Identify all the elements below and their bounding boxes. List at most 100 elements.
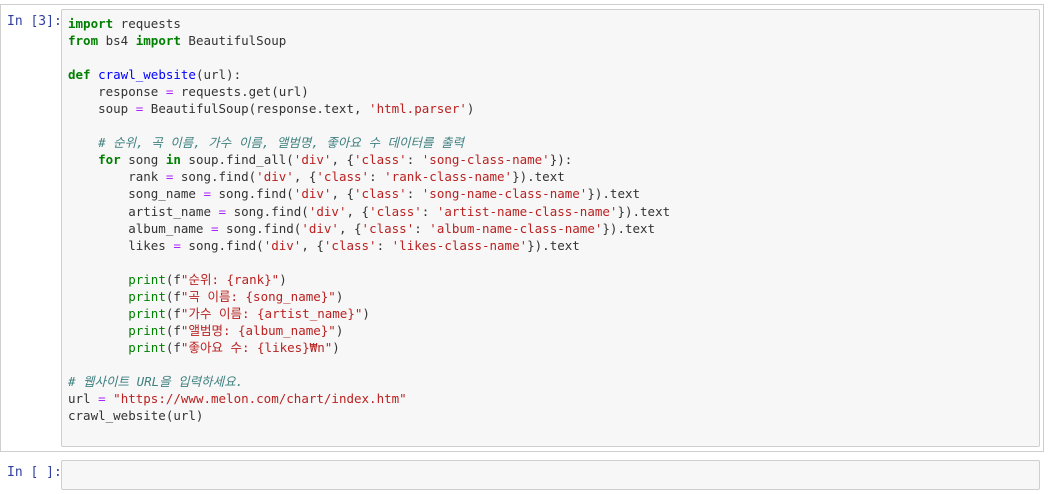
code-token: }).text: [527, 237, 580, 253]
code-token: ): [362, 305, 370, 321]
code-token: , {: [331, 186, 355, 202]
code-token: "https://www.melon.com/chart/index.htm": [113, 391, 407, 407]
code-token: =: [218, 203, 227, 219]
code-line: for song in soup.find_all('div', {'class…: [68, 151, 670, 168]
code-token: album_name: [68, 220, 211, 236]
code-token: , {: [346, 203, 370, 219]
code-token: =: [173, 237, 181, 253]
code-token: 'song-name-class-name': [421, 186, 588, 202]
code-token: 'div': [308, 203, 347, 219]
code-token: 'div': [263, 237, 302, 253]
code-token: # 순위, 곡 이름, 가수 이름, 앨범명, 좋아요 수 데이터를 출력: [98, 135, 464, 151]
code-token: import: [135, 33, 181, 49]
code-line: response = requests.get(url): [68, 83, 670, 100]
code-token: soup.find_all(: [180, 152, 294, 168]
code-token: artist_name: [68, 203, 219, 219]
code-line: # 순위, 곡 이름, 가수 이름, 앨범명, 좋아요 수 데이터를 출력: [68, 134, 670, 151]
code-token: [91, 67, 99, 82]
code-line: print(f"곡 이름: {song_name}"): [68, 288, 670, 305]
code-token: for: [98, 152, 121, 168]
code-token: 'likes-class-name': [391, 237, 528, 253]
code-token: likes: [68, 237, 174, 253]
code-token: , {: [331, 152, 355, 168]
code-token: :: [421, 203, 437, 219]
code-token: 'class': [316, 169, 370, 185]
code-token: =: [203, 186, 211, 202]
code-token: 'class': [354, 186, 407, 202]
code-token: ): [335, 322, 344, 338]
code-line: album_name = song.find('div', {'class': …: [68, 220, 670, 237]
code-line: likes = song.find('div', {'class': 'like…: [68, 237, 670, 254]
code-token: song.find(: [226, 203, 309, 219]
code-line: song_name = song.find('div', {'class': '…: [68, 185, 670, 202]
code-token: ): [332, 339, 340, 355]
code-token: 'class': [361, 220, 415, 236]
code-token: (f: [165, 339, 181, 355]
code-token: }).text: [617, 203, 671, 219]
code-token: 'song-class-name': [421, 152, 550, 168]
code-line: [68, 254, 670, 271]
code-token: [68, 340, 128, 355]
code-line: import requests: [68, 15, 670, 32]
code-token: 'div': [293, 186, 332, 202]
code-token: "가수 이름: {artist_name}": [180, 305, 363, 321]
code-token: 'div': [256, 169, 294, 185]
code-token: bs4: [98, 33, 136, 49]
code-token: :: [376, 237, 392, 253]
code-token: BeautifulSoup: [180, 33, 287, 49]
code-token: 'div': [293, 152, 332, 168]
code-token: }).text: [587, 186, 641, 202]
code-line: def crawl_website(url):: [68, 66, 670, 83]
code-token: 'artist-name-class-name': [436, 203, 618, 219]
code-token: song.find(: [218, 220, 302, 236]
code-token: 'class': [323, 237, 377, 253]
code-token: =: [135, 101, 144, 117]
code-token: print: [128, 305, 166, 321]
input-prompt: In [3]:: [7, 14, 62, 29]
code-token: BeautifulSoup(response.text,: [143, 101, 370, 117]
code-token: [68, 306, 128, 321]
code-token: ): [466, 101, 475, 117]
code-line: rank = song.find('div', {'class': 'rank-…: [68, 168, 670, 185]
code-token: [68, 272, 128, 287]
code-token: "곡 이름: {song_name}": [180, 288, 336, 304]
code-token: [68, 289, 128, 304]
code-token: :: [406, 186, 422, 202]
code-line: from bs4 import BeautifulSoup: [68, 32, 670, 49]
code-token: }).text: [602, 220, 656, 236]
code-token: song.find(: [180, 237, 264, 253]
code-line: artist_name = song.find('div', {'class':…: [68, 203, 670, 220]
code-token: requests.get(url): [173, 84, 309, 100]
code-token: [68, 152, 98, 167]
code-token: 'div': [301, 220, 339, 236]
code-line: print(f"좋아요 수: {likes}₩n"): [68, 339, 670, 356]
code-line: [68, 117, 670, 134]
code-token: , {: [293, 169, 317, 185]
code-token: 'html.parser': [369, 101, 467, 117]
code-token: print: [128, 288, 166, 304]
code-line: soup = BeautifulSoup(response.text, 'htm…: [68, 100, 670, 117]
code-token: , {: [301, 237, 324, 253]
code-token: url: [68, 391, 99, 407]
input-prompt-empty: In [ ]:: [7, 465, 62, 480]
code-token: "좋아요 수: {likes}₩n": [180, 339, 333, 355]
code-token: =: [211, 220, 219, 236]
code-token: crawl_website: [98, 67, 196, 83]
code-token: ): [335, 288, 344, 304]
code-token: =: [165, 169, 174, 185]
code-token: (f: [165, 322, 181, 338]
code-line: print(f"가수 이름: {artist_name}"): [68, 305, 670, 322]
code-editor-empty[interactable]: [61, 460, 1040, 490]
code-token: crawl_website(url): [68, 408, 204, 424]
code-token: [68, 135, 98, 150]
code-token: print: [128, 339, 166, 355]
code-token: :: [369, 169, 385, 185]
code-token: from: [68, 33, 99, 49]
code-token: (f: [165, 305, 181, 321]
code-line: print(f"순위: {rank}"): [68, 271, 670, 288]
code-token: print: [128, 322, 166, 338]
code-token: song: [120, 152, 166, 168]
